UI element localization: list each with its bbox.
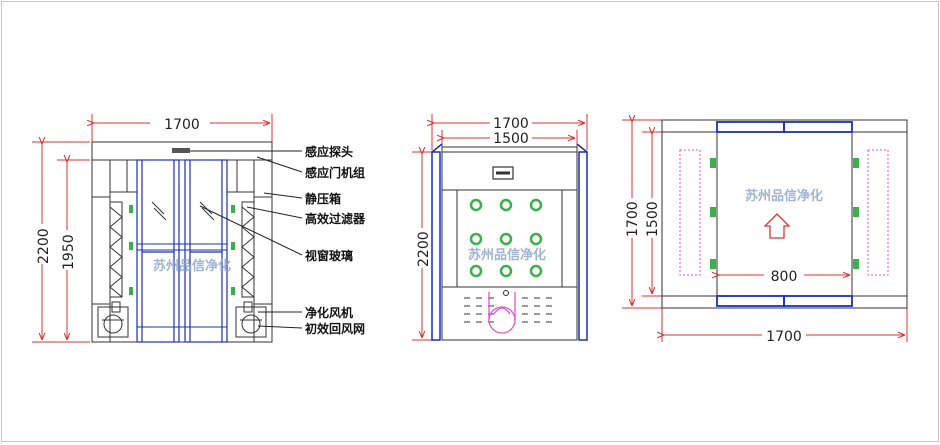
purification-fans: [97, 306, 267, 338]
label-window-glass: 视窗玻璃: [305, 248, 353, 263]
side-inner-width-label: 1500: [493, 131, 529, 147]
front-body: [91, 141, 273, 343]
side-outer-width-label: 1700: [493, 116, 529, 132]
airflow-arrow-icon: [763, 213, 791, 239]
label-static-box: 静压箱: [305, 191, 341, 206]
top-nozzles: [710, 158, 859, 269]
top-filters: [679, 149, 889, 276]
sensor-probe-icon: [172, 148, 190, 153]
front-view: 1700 2200 1950: [32, 114, 366, 343]
side-posts: [431, 143, 588, 341]
side-height-label: 2200: [416, 231, 432, 267]
side-fan-icon: [488, 292, 516, 334]
label-sensor-probe: 感应探头: [305, 144, 353, 159]
top-inner-depth-label: 1500: [645, 201, 661, 237]
label-hepa-filter: 高效过滤器: [305, 211, 366, 226]
side-watermark: 苏州品信净化: [468, 247, 546, 263]
front-doors: [136, 159, 228, 343]
front-height-outer-label: 2200: [36, 228, 52, 264]
front-frame-rails: [137, 243, 227, 328]
front-leader-lines: [190, 150, 303, 329]
side-nozzles: [469, 198, 543, 278]
top-inner-width-label: 800: [771, 269, 798, 285]
top-outer-depth-label: 1700: [625, 201, 641, 237]
front-height-inner-label: 1950: [61, 234, 77, 270]
top-view: 1700 1500 1700: [622, 120, 908, 345]
top-outer-width-label: 1700: [766, 329, 802, 345]
side-view: 1700 1500 2200: [412, 114, 588, 341]
side-return-grille: [464, 297, 552, 323]
label-return-grille: 初效回风网: [305, 321, 365, 336]
hepa-filters: [109, 201, 255, 313]
top-watermark: 苏州品信净化: [745, 188, 823, 204]
top-doors: [716, 121, 853, 307]
label-fan: 净化风机: [305, 305, 353, 320]
label-door-unit: 感应门机组: [305, 165, 365, 180]
side-body: [441, 146, 578, 341]
front-nozzles: [129, 205, 235, 295]
front-width-label: 1700: [164, 117, 200, 133]
front-watermark: 苏州品信净化: [153, 258, 231, 274]
window-glass: [151, 201, 215, 221]
